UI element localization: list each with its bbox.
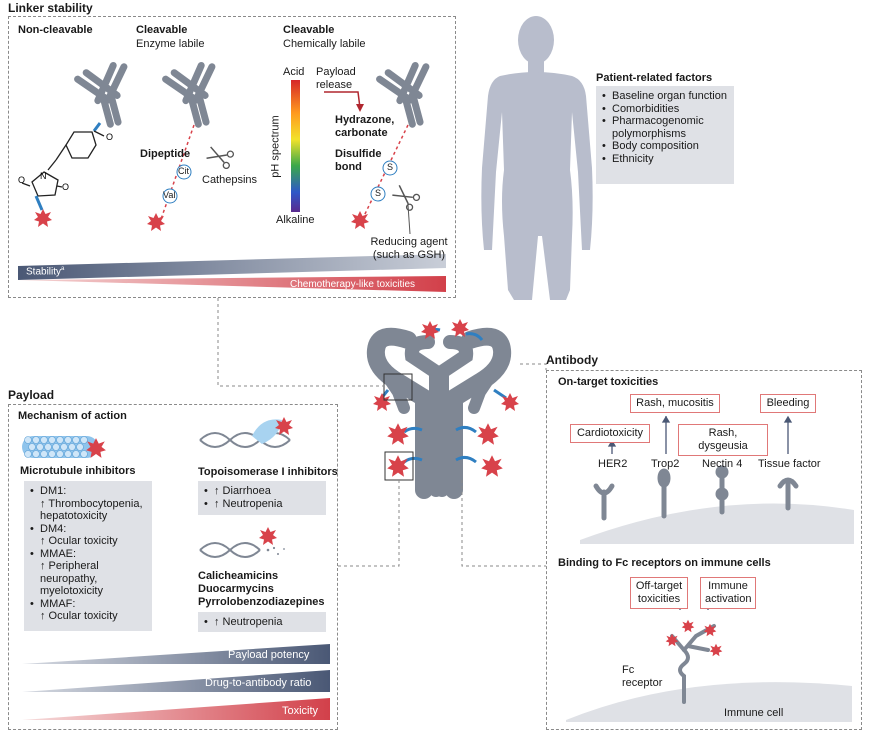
payload-potency-label: Payload potency bbox=[228, 649, 310, 661]
microtubule-item: DM1:↑ Thrombocytopenia, hepatotoxicity bbox=[30, 485, 146, 523]
bleeding-box: Bleeding bbox=[760, 394, 816, 413]
stability-text: Stability bbox=[26, 266, 62, 278]
ph-spectrum-bar bbox=[291, 80, 300, 212]
calicheamicin-graphic bbox=[199, 527, 285, 558]
drug-effect: ↑ Thrombocytopenia, hepatotoxicity bbox=[40, 497, 143, 523]
stability-label: Stabilitya bbox=[26, 266, 64, 277]
off-target-box: Off-target toxicities bbox=[630, 577, 688, 609]
enzyme-labile-adc-graphic bbox=[147, 63, 235, 231]
target-trop2: Trop2 bbox=[651, 458, 680, 470]
microtubule-effects-list: DM1:↑ Thrombocytopenia, hepatotoxicity D… bbox=[24, 481, 152, 631]
cathepsins-label: Cathepsins bbox=[202, 174, 258, 186]
immune-cell-label: Immune cell bbox=[724, 707, 784, 719]
chem-labile-adc-graphic bbox=[351, 63, 439, 235]
patient-factor-item: Pharmacogenomic polymorphisms bbox=[602, 115, 728, 140]
fc-receptor-label: Fc receptor bbox=[622, 664, 663, 689]
disulfide-label: Disulfide bond bbox=[335, 148, 382, 173]
target-her2: HER2 bbox=[598, 458, 628, 470]
cell-membrane-bottom bbox=[566, 682, 852, 722]
acid-label: Acid bbox=[283, 66, 305, 78]
linker-section-title: Linker stability bbox=[8, 1, 93, 15]
payload-section-title: Payload bbox=[8, 388, 55, 402]
dipeptide-label: Dipeptide bbox=[140, 148, 191, 160]
calicheamicins-label: Calicheamicins bbox=[198, 570, 279, 582]
val-label: Val bbox=[163, 190, 176, 200]
microtubule-graphic bbox=[22, 436, 106, 458]
patient-factor-item: Comorbidities bbox=[602, 103, 728, 116]
topoisomerase-graphic bbox=[199, 417, 293, 448]
hydrazone-label: Hydrazone, carbonate bbox=[335, 114, 395, 139]
topo-item: ↑ Neutropenia bbox=[204, 498, 320, 511]
cleavable-enzyme-label: Cleavable bbox=[136, 24, 188, 36]
duocarmycins-label: Duocarmycins bbox=[198, 583, 274, 595]
drug-effect: ↑ Ocular toxicity bbox=[40, 610, 118, 622]
patient-factors-title: Patient-related factors bbox=[596, 72, 713, 84]
topo-effects-list: ↑ Diarrhoea ↑ Neutropenia bbox=[198, 481, 326, 515]
cell-membrane-top bbox=[580, 503, 854, 544]
cit-label: Cit bbox=[178, 166, 189, 176]
chemo-tox-label: Chemotherapy-like toxicities bbox=[290, 279, 416, 290]
payload-release-label: Payload release bbox=[316, 66, 356, 91]
ph-spectrum-label: pH spectrum bbox=[269, 115, 282, 178]
immune-activation-box: Immune activation bbox=[700, 577, 756, 609]
topo-title: Topoisomerase I inhibitors bbox=[198, 466, 338, 478]
antibody-panel bbox=[546, 370, 862, 730]
payload-gradient-bars bbox=[22, 644, 330, 720]
microtubule-title: Microtubule inhibitors bbox=[20, 465, 136, 477]
target-nectin4: Nectin 4 bbox=[702, 458, 743, 470]
svg-text:O: O bbox=[62, 182, 69, 192]
calicheamicin-item: ↑ Neutropenia bbox=[204, 616, 320, 629]
microtubule-item: DM4:↑ Ocular toxicity bbox=[30, 523, 146, 548]
target-tissue-factor: Tissue factor bbox=[758, 458, 821, 470]
chem-labile-label: Chemically labile bbox=[283, 38, 366, 50]
non-cleavable-adc-graphic: O N O O bbox=[18, 63, 137, 227]
drug-effect: ↑ Peripheral neuropathy, myelotoxicity bbox=[40, 560, 103, 597]
non-cleavable-label: Non-cleavable bbox=[18, 24, 93, 36]
microtubule-item: MMAF:↑ Ocular toxicity bbox=[30, 598, 146, 623]
stability-gradient-bar bbox=[18, 254, 446, 292]
central-adc-graphic bbox=[366, 319, 519, 499]
receptors bbox=[593, 465, 799, 521]
cardiotoxicity-box: Cardiotoxicity bbox=[570, 424, 650, 443]
patient-factors-list: Baseline organ function Comorbidities Ph… bbox=[596, 86, 734, 184]
human-silhouette bbox=[481, 16, 593, 300]
connector-lines bbox=[217, 298, 547, 567]
payload-panel bbox=[8, 404, 338, 730]
drug-effect: ↑ Ocular toxicity bbox=[40, 535, 118, 547]
antibody-section-title: Antibody bbox=[546, 353, 598, 367]
sulfur-label-1: S bbox=[387, 162, 394, 172]
drug-name: DM1: bbox=[40, 485, 67, 497]
dar-label: Drug-to-antibody ratio bbox=[205, 677, 312, 689]
microtubule-item: MMAE:↑ Peripheral neuropathy, myelotoxic… bbox=[30, 548, 146, 598]
fc-binding-label: Binding to Fc receptors on immune cells bbox=[558, 557, 771, 569]
pbd-label: Pyrrolobenzodiazepines bbox=[198, 596, 325, 608]
enzyme-labile-label: Enzyme labile bbox=[136, 38, 205, 50]
calicheamicin-effects-list: ↑ Neutropenia bbox=[198, 612, 326, 632]
svg-text:O: O bbox=[106, 132, 113, 142]
payload-release-arrow bbox=[324, 91, 364, 112]
topo-item: ↑ Diarrhoea bbox=[204, 485, 320, 498]
rash-mucositis-box: Rash, mucositis bbox=[630, 394, 720, 413]
drug-name: DM4: bbox=[40, 522, 67, 535]
svg-text:O: O bbox=[18, 175, 25, 185]
sulfur-label-2: S bbox=[375, 188, 382, 198]
svg-text:N: N bbox=[40, 171, 47, 181]
scissors-icon bbox=[206, 146, 235, 170]
patient-factor-item: Body composition bbox=[602, 140, 728, 153]
drug-name: MMAE: bbox=[40, 547, 77, 560]
mechanism-label: Mechanism of action bbox=[18, 410, 127, 422]
alkaline-label: Alkaline bbox=[276, 214, 315, 226]
drug-name: MMAF: bbox=[40, 597, 76, 610]
reducing-agent-label: Reducing agent (such as GSH) bbox=[370, 236, 448, 261]
linker-panel bbox=[8, 16, 456, 298]
patient-factor-item: Ethnicity bbox=[602, 153, 728, 166]
cleavable-chem-label: Cleavable bbox=[283, 24, 335, 36]
on-target-label: On-target toxicities bbox=[558, 376, 659, 388]
stability-footnote: a bbox=[61, 266, 65, 272]
toxicity-label: Toxicity bbox=[282, 705, 319, 717]
rash-dysgeusia-box: Rash, dysgeusia bbox=[678, 424, 768, 456]
patient-factor-item: Baseline organ function bbox=[602, 90, 728, 103]
